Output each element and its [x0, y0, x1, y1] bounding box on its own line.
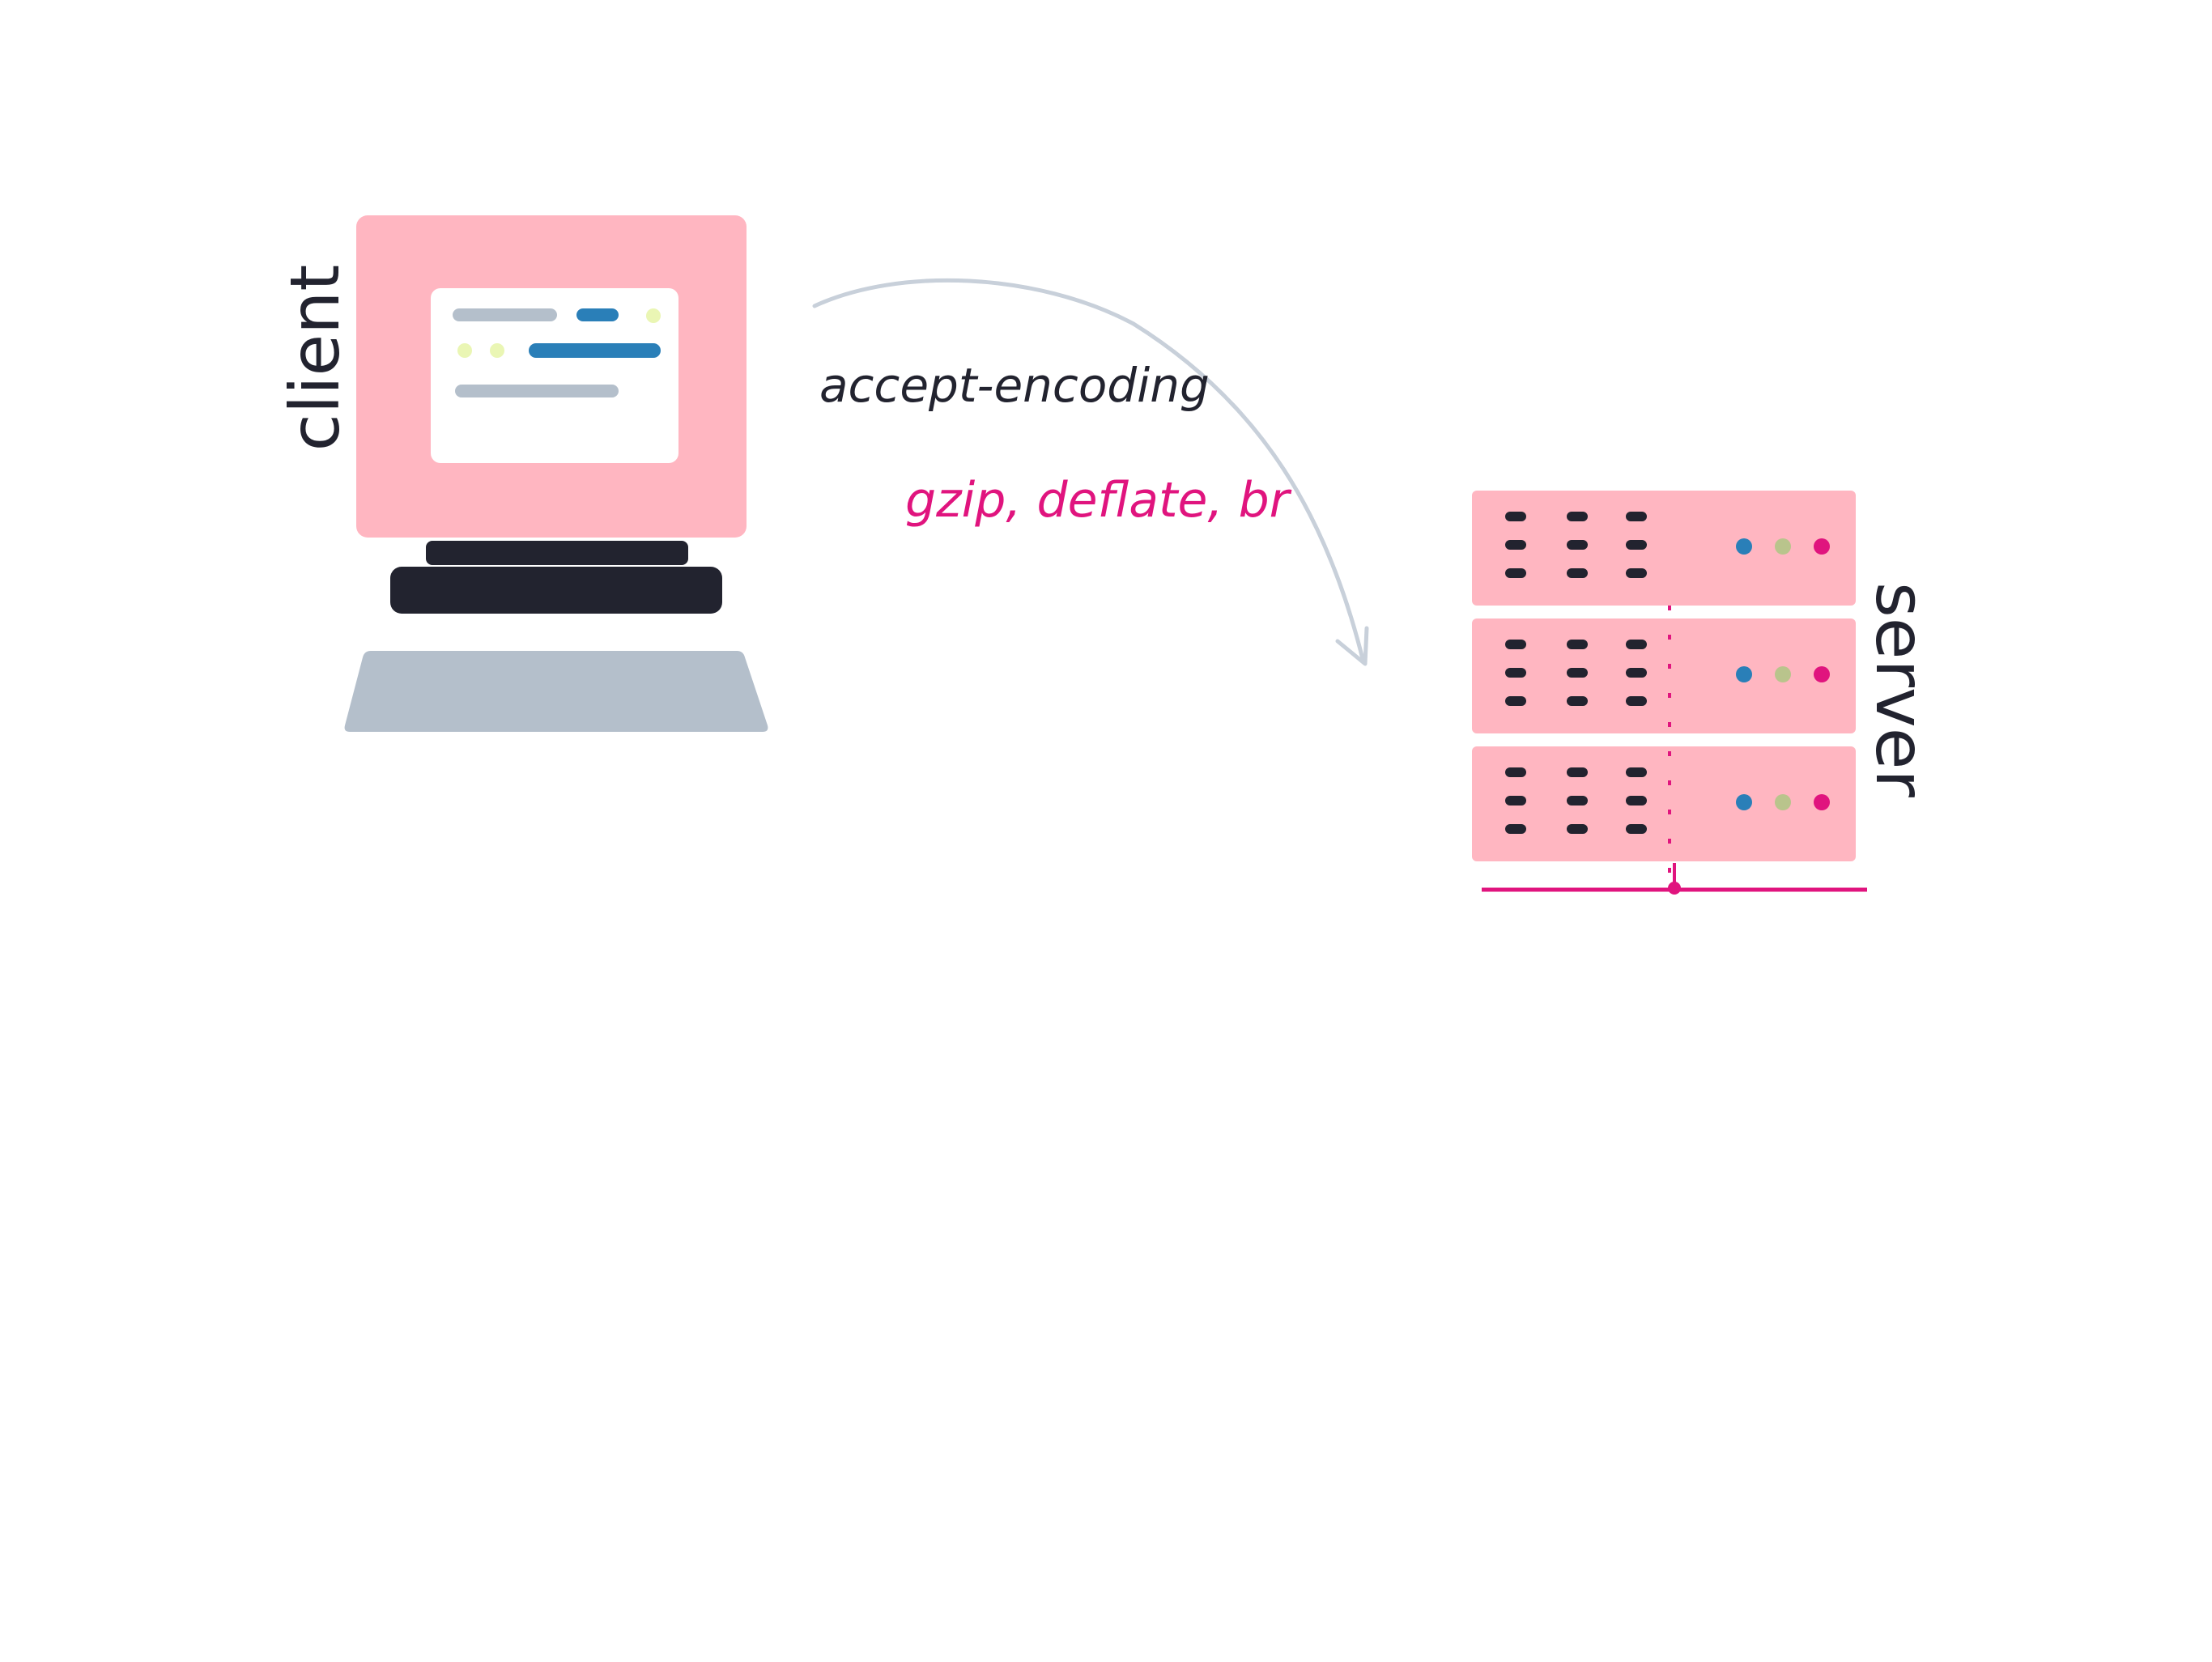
server-unit [1472, 746, 1856, 861]
vent-slot [1505, 696, 1526, 706]
computer-icon [344, 215, 768, 732]
vent-slot [1505, 668, 1526, 678]
network-node [1668, 882, 1681, 895]
vent-slot [1567, 824, 1588, 834]
server-unit-body [1472, 746, 1856, 861]
led-blue-icon [1736, 794, 1752, 810]
vent-slot [1626, 540, 1647, 550]
led-blue-icon [1736, 666, 1752, 682]
led-green-icon [1775, 666, 1791, 682]
server-label: server [1861, 582, 1940, 797]
vent-slot [1567, 796, 1588, 805]
led-magenta-icon [1814, 794, 1830, 810]
vent-slot [1505, 640, 1526, 649]
vent-slot [1626, 696, 1647, 706]
vent-slot [1505, 512, 1526, 521]
keyboard [344, 651, 768, 732]
vent-slot [1567, 696, 1588, 706]
header-value-label: gzip, deflate, br [905, 472, 1292, 529]
led-green-icon [1775, 538, 1791, 555]
client-label: client [275, 265, 355, 452]
led-magenta-icon [1814, 538, 1830, 555]
vent-slot [1567, 512, 1588, 521]
server-unit [1472, 618, 1856, 733]
vent-slot [1567, 767, 1588, 777]
vent-slot [1505, 767, 1526, 777]
server-unit-body [1472, 491, 1856, 606]
vent-slot [1567, 640, 1588, 649]
vent-slot [1626, 512, 1647, 521]
vent-slot [1567, 568, 1588, 578]
screen-content [453, 308, 661, 397]
monitor-neck [426, 541, 688, 565]
server-unit-body [1472, 618, 1856, 733]
header-name-label: accept-encoding [819, 358, 1210, 413]
vent-slot [1505, 796, 1526, 805]
vent-slot [1626, 824, 1647, 834]
led-blue-icon [1736, 538, 1752, 555]
led-magenta-icon [1814, 666, 1830, 682]
server-unit [1472, 491, 1856, 606]
vent-slot [1505, 540, 1526, 550]
curved-arrow-icon [812, 278, 1369, 666]
monitor-base [390, 567, 722, 614]
vent-slot [1505, 824, 1526, 834]
vent-slot [1505, 568, 1526, 578]
led-green-icon [1775, 794, 1791, 810]
vent-slot [1626, 640, 1647, 649]
vent-slot [1626, 767, 1647, 777]
screen [431, 288, 678, 463]
server-rack-icon [1472, 491, 1867, 895]
vent-slot [1567, 668, 1588, 678]
vent-slot [1626, 568, 1647, 578]
vent-slot [1626, 796, 1647, 805]
vent-slot [1626, 668, 1647, 678]
vent-slot [1567, 540, 1588, 550]
